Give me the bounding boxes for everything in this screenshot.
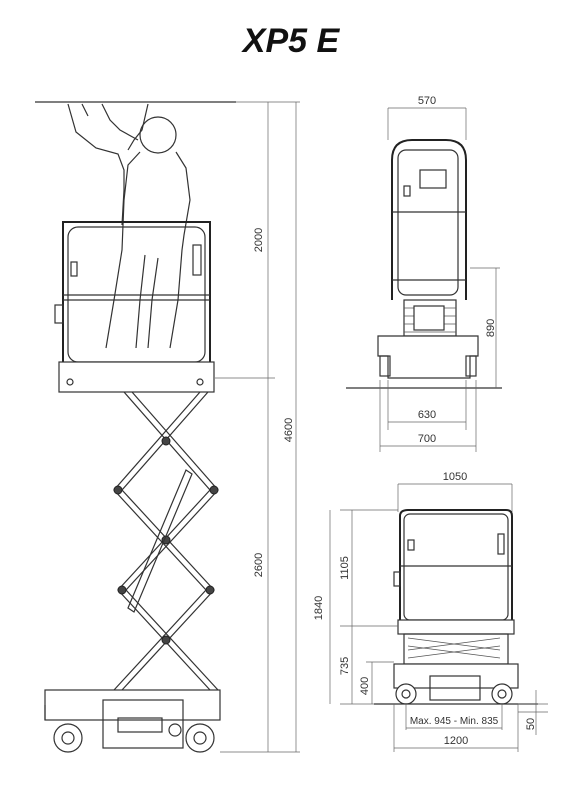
deck-pin bbox=[66, 378, 74, 386]
platform-deck bbox=[58, 361, 215, 393]
dim-700: 700 bbox=[418, 433, 436, 445]
dim-570: 570 bbox=[418, 95, 436, 107]
dim-630: 630 bbox=[418, 409, 436, 421]
dim-1840: 1840 bbox=[313, 596, 325, 620]
dim-4600: 4600 bbox=[283, 418, 295, 442]
dim-1050: 1050 bbox=[443, 471, 467, 483]
dim-wheelbase: Max. 945 - Min. 835 bbox=[410, 716, 499, 727]
dim-1200: 1200 bbox=[444, 735, 468, 747]
dim-2000: 2000 bbox=[253, 228, 265, 252]
product-title: XP5 E bbox=[242, 22, 340, 60]
side-dimensions bbox=[215, 101, 300, 753]
dim-50: 50 bbox=[525, 718, 537, 730]
side-view-extended: 2000 4600 2600 bbox=[35, 101, 300, 753]
front-view: 570 890 630 700 bbox=[346, 95, 502, 452]
deck-pin bbox=[196, 378, 204, 386]
scissor-lift-arms bbox=[113, 391, 219, 691]
chassis bbox=[44, 689, 221, 753]
operator-figure bbox=[67, 103, 191, 349]
dim-400: 400 bbox=[359, 677, 371, 695]
dim-890: 890 bbox=[485, 319, 497, 337]
dim-1105: 1105 bbox=[339, 556, 351, 580]
dim-735: 735 bbox=[339, 657, 351, 675]
stowed-view: 1050 1105 1840 735 400 bbox=[313, 471, 548, 752]
platform-guardrail bbox=[54, 221, 211, 363]
dim-2600: 2600 bbox=[253, 553, 265, 577]
